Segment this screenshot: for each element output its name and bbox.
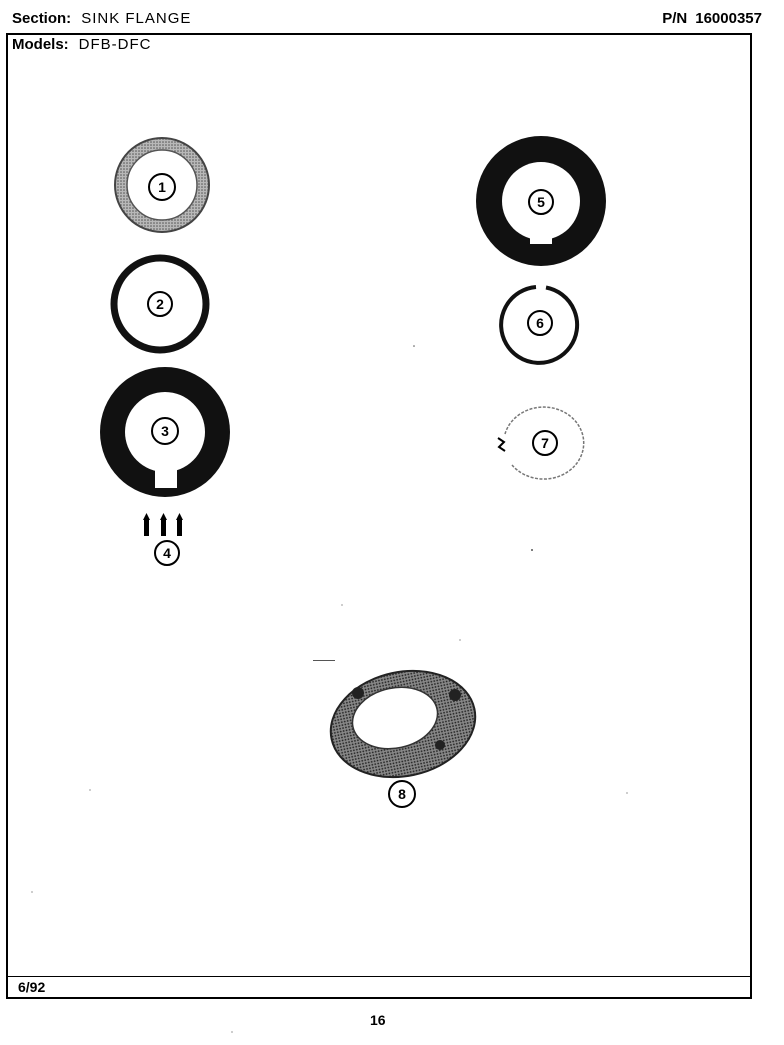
revision-date: 6/92 [18,979,46,995]
part-7-callout: 7 [532,430,558,456]
part-7-number: 7 [541,435,549,451]
part-4-callout: 4 [154,540,180,566]
part-3-number: 3 [161,423,169,439]
part-2-callout: 2 [147,291,173,317]
part-1-callout: 1 [148,173,176,201]
diagram-frame [6,33,752,999]
part-4-screws-icon [143,513,183,536]
models-value: DFB-DFC [78,36,152,53]
models-header: Models: DFB-DFC [12,36,152,53]
part-8-callout: 8 [388,780,416,808]
part-5-callout: 5 [528,189,554,215]
part-number-label: P/N [662,10,688,27]
part-1-number: 1 [158,179,166,195]
scan-specks [31,345,628,1033]
part-6-callout: 6 [527,310,553,336]
part-number-header: P/N 16000357 [662,10,762,27]
part-2-thin-ring-icon [110,254,210,354]
part-5-number: 5 [537,194,545,210]
section-label: Section: [12,10,72,27]
part-8-number: 8 [398,786,406,802]
section-value: SINK FLANGE [81,10,192,27]
page-number: 16 [370,1012,386,1028]
models-label: Models: [12,36,69,53]
part-2-number: 2 [156,296,164,312]
part-6-split-ring-icon [499,285,580,365]
part-6-number: 6 [536,315,544,331]
part-4-number: 4 [163,545,171,561]
section-header: Section: SINK FLANGE [12,10,191,27]
part-8-flange-plate-icon [329,669,477,779]
part-7-snap-ring-icon [497,406,585,480]
part-number-value: 16000357 [695,10,762,27]
part-3-callout: 3 [151,417,179,445]
footer-rule [6,976,752,977]
